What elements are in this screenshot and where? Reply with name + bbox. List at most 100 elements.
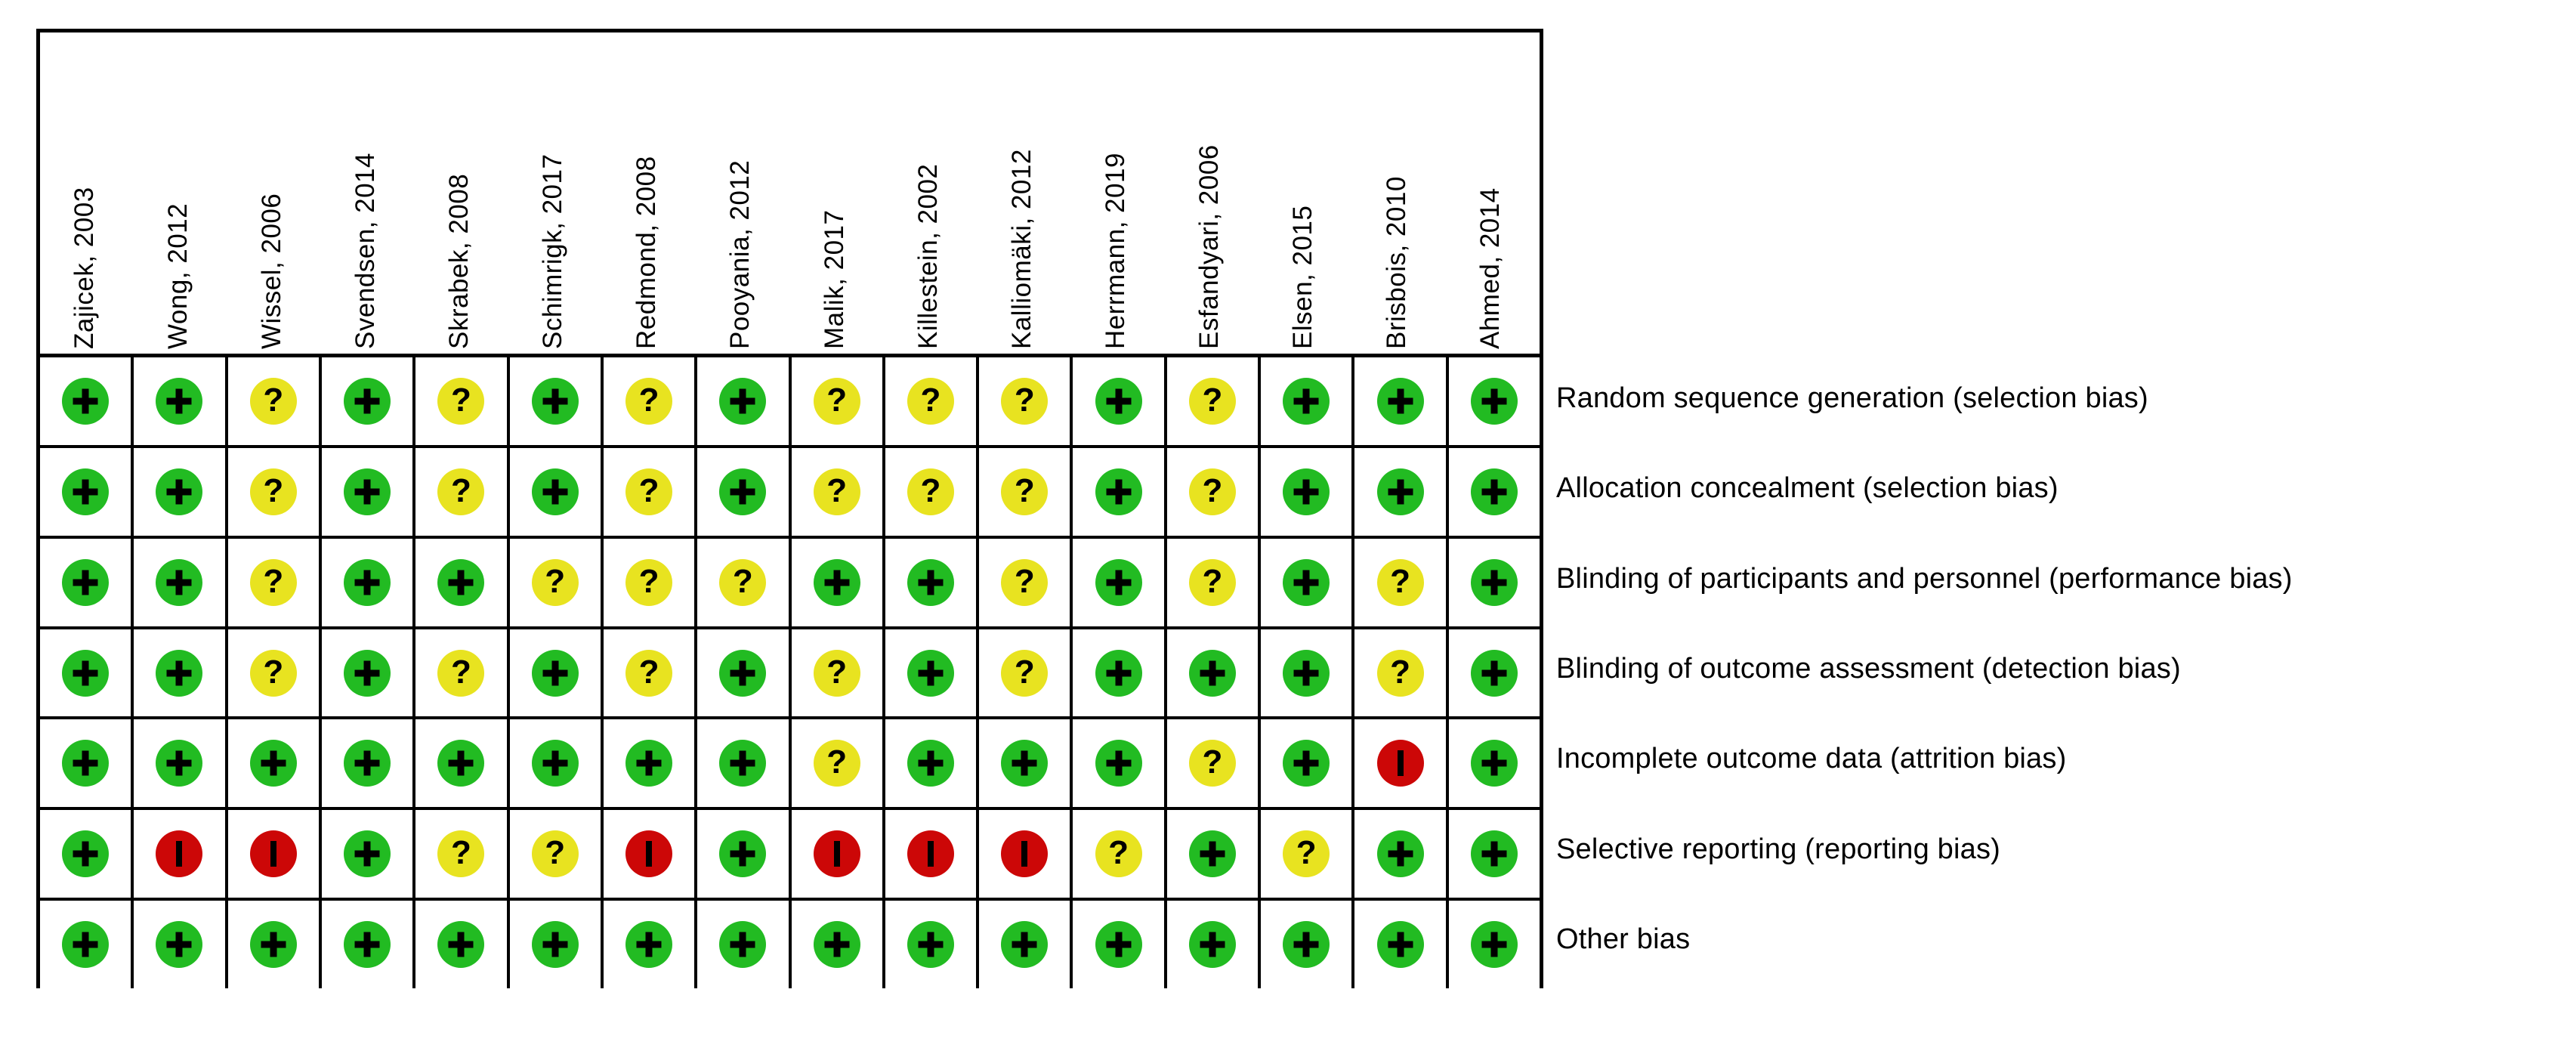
judgement-cell[interactable] [321, 810, 416, 898]
judgement-cell[interactable] [791, 719, 885, 808]
judgement-cell[interactable] [415, 447, 510, 536]
judgement-cell[interactable] [1073, 810, 1167, 898]
judgement-cell[interactable] [1261, 810, 1355, 898]
judgement-cell[interactable] [40, 719, 134, 808]
judgement-cell[interactable] [1166, 357, 1262, 445]
judgement-cell[interactable] [697, 810, 792, 898]
judgement-cell[interactable] [415, 357, 510, 445]
judgement-cell[interactable] [1261, 447, 1355, 536]
judgement-cell[interactable] [697, 538, 792, 626]
judgement-cell[interactable] [40, 447, 134, 536]
judgement-cell[interactable] [1354, 719, 1449, 808]
judgement-cell[interactable] [603, 901, 698, 989]
judgement-cell[interactable] [1448, 719, 1540, 808]
judgement-cell[interactable] [134, 810, 228, 898]
judgement-cell[interactable] [603, 810, 698, 898]
judgement-cell[interactable] [979, 357, 1073, 445]
judgement-cell[interactable] [603, 629, 698, 717]
judgement-cell[interactable] [791, 538, 885, 626]
judgement-cell[interactable] [885, 357, 980, 445]
judgement-cell[interactable] [415, 901, 510, 989]
judgement-cell[interactable] [791, 901, 885, 989]
judgement-cell[interactable] [979, 538, 1073, 626]
judgement-cell[interactable] [134, 538, 228, 626]
judgement-cell[interactable] [1354, 447, 1449, 536]
judgement-cell[interactable] [1073, 719, 1167, 808]
judgement-cell[interactable] [509, 901, 604, 989]
judgement-cell[interactable] [1448, 357, 1540, 445]
judgement-cell[interactable] [134, 901, 228, 989]
judgement-cell[interactable] [1166, 629, 1262, 717]
judgement-cell[interactable] [603, 357, 698, 445]
judgement-cell[interactable] [1448, 629, 1540, 717]
judgement-cell[interactable] [415, 629, 510, 717]
judgement-cell[interactable] [1448, 447, 1540, 536]
judgement-cell[interactable] [1354, 629, 1449, 717]
judgement-cell[interactable] [697, 447, 792, 536]
judgement-cell[interactable] [885, 901, 980, 989]
judgement-cell[interactable] [40, 901, 134, 989]
judgement-cell[interactable] [134, 357, 228, 445]
judgement-cell[interactable] [697, 901, 792, 989]
judgement-cell[interactable] [697, 357, 792, 445]
judgement-cell[interactable] [40, 810, 134, 898]
judgement-cell[interactable] [1166, 719, 1262, 808]
judgement-cell[interactable] [321, 538, 416, 626]
judgement-cell[interactable] [227, 719, 322, 808]
judgement-cell[interactable] [227, 447, 322, 536]
judgement-cell[interactable] [1354, 810, 1449, 898]
judgement-cell[interactable] [1448, 538, 1540, 626]
judgement-cell[interactable] [134, 447, 228, 536]
judgement-cell[interactable] [1073, 538, 1167, 626]
judgement-cell[interactable] [1261, 901, 1355, 989]
judgement-cell[interactable] [40, 357, 134, 445]
judgement-cell[interactable] [979, 719, 1073, 808]
judgement-cell[interactable] [697, 629, 792, 717]
judgement-cell[interactable] [1261, 357, 1355, 445]
judgement-cell[interactable] [1166, 901, 1262, 989]
judgement-cell[interactable] [791, 629, 885, 717]
judgement-cell[interactable] [509, 357, 604, 445]
judgement-cell[interactable] [321, 357, 416, 445]
judgement-cell[interactable] [321, 719, 416, 808]
judgement-cell[interactable] [509, 447, 604, 536]
judgement-cell[interactable] [1261, 629, 1355, 717]
judgement-cell[interactable] [1448, 901, 1540, 989]
judgement-cell[interactable] [885, 719, 980, 808]
judgement-cell[interactable] [509, 810, 604, 898]
judgement-cell[interactable] [321, 629, 416, 717]
judgement-cell[interactable] [415, 538, 510, 626]
judgement-cell[interactable] [1073, 629, 1167, 717]
judgement-cell[interactable] [227, 810, 322, 898]
judgement-cell[interactable] [415, 719, 510, 808]
judgement-cell[interactable] [227, 538, 322, 626]
judgement-cell[interactable] [415, 810, 510, 898]
judgement-cell[interactable] [1073, 357, 1167, 445]
judgement-cell[interactable] [40, 538, 134, 626]
judgement-cell[interactable] [1166, 538, 1262, 626]
judgement-cell[interactable] [321, 901, 416, 989]
judgement-cell[interactable] [979, 629, 1073, 717]
judgement-cell[interactable] [227, 901, 322, 989]
judgement-cell[interactable] [1261, 538, 1355, 626]
judgement-cell[interactable] [979, 810, 1073, 898]
judgement-cell[interactable] [603, 719, 698, 808]
judgement-cell[interactable] [134, 719, 228, 808]
judgement-cell[interactable] [1354, 538, 1449, 626]
judgement-cell[interactable] [134, 629, 228, 717]
judgement-cell[interactable] [1354, 357, 1449, 445]
judgement-cell[interactable] [791, 357, 885, 445]
judgement-cell[interactable] [1354, 901, 1449, 989]
judgement-cell[interactable] [979, 447, 1073, 536]
judgement-cell[interactable] [1261, 719, 1355, 808]
judgement-cell[interactable] [321, 447, 416, 536]
judgement-cell[interactable] [1166, 810, 1262, 898]
judgement-cell[interactable] [979, 901, 1073, 989]
judgement-cell[interactable] [40, 629, 134, 717]
judgement-cell[interactable] [509, 538, 604, 626]
judgement-cell[interactable] [885, 538, 980, 626]
judgement-cell[interactable] [227, 357, 322, 445]
judgement-cell[interactable] [1166, 447, 1262, 536]
judgement-cell[interactable] [509, 629, 604, 717]
judgement-cell[interactable] [885, 629, 980, 717]
